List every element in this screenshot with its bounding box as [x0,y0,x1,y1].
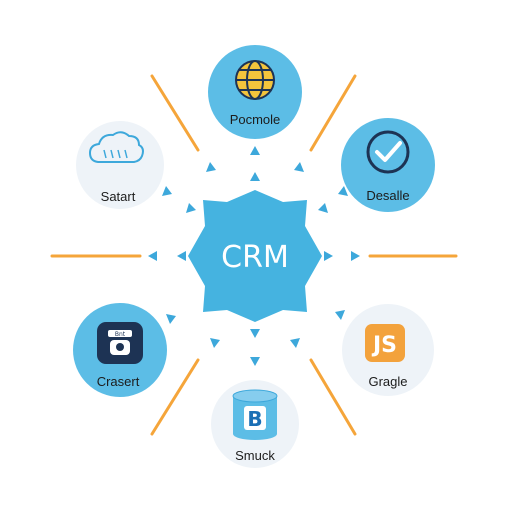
connector-line-bottom-left [150,358,200,436]
node-top-label: Pocmole [230,112,281,127]
node-right[interactable]: JS Gragle [342,304,434,396]
node-bottom-label: Smuck [235,448,275,463]
node-top-right[interactable]: Desalle [341,118,435,212]
arrow-ur-inner [294,162,304,172]
arrow-ul-outer [162,186,172,196]
globe-icon [235,60,275,100]
arrow-left-outer [148,251,157,261]
flow-arrows [148,146,360,366]
arrow-ul-secondary [186,203,196,213]
node-top-left-circle [76,121,164,209]
app-box-icon-text: Bnt [115,331,126,338]
connector-line-top-left [150,74,200,152]
crm-hub-label: CRM [221,240,289,275]
node-bottom[interactable]: B Smuck [211,380,299,468]
arrow-ur-secondary [318,203,328,213]
database-icon-text: B [247,407,262,431]
arrow-ll-outer [166,314,176,324]
arrow-down-outer [250,357,260,366]
arrow-down-inner [250,329,260,338]
node-top-left-label: Satart [101,189,136,204]
node-top[interactable]: Pocmole [208,45,302,139]
arrow-ll-inner [210,338,220,348]
connector-line-top-right [309,74,357,152]
connector-line-bottom-right [309,358,357,436]
checkmark-icon [366,130,410,174]
arrow-lr-outer [335,310,345,320]
arrow-right-outer [351,251,360,261]
arrow-ur-outer [338,186,348,196]
javascript-icon: JS [365,324,405,362]
database-icon: B [232,389,278,440]
node-right-label: Gragle [368,374,407,389]
node-bottom-left[interactable]: Bnt Crasert [73,303,167,397]
crm-hub[interactable]: CRM [188,190,322,322]
node-top-right-label: Desalle [366,188,409,203]
cloud-icon [88,131,144,163]
arrow-lr-inner [290,338,300,348]
connector-lines [50,74,458,436]
arrow-ul-inner [206,162,216,172]
arrow-left-inner [177,251,186,261]
app-box-icon: Bnt [97,322,143,364]
crm-hub-shape [188,190,322,322]
node-bottom-left-label: Crasert [97,374,140,389]
arrow-up-inner [250,172,260,181]
node-top-right-circle [341,118,435,212]
javascript-icon-text: JS [371,333,397,358]
arrow-up-outer [250,146,260,155]
node-top-left[interactable]: Satart [76,121,164,209]
arrow-right-inner [324,251,333,261]
